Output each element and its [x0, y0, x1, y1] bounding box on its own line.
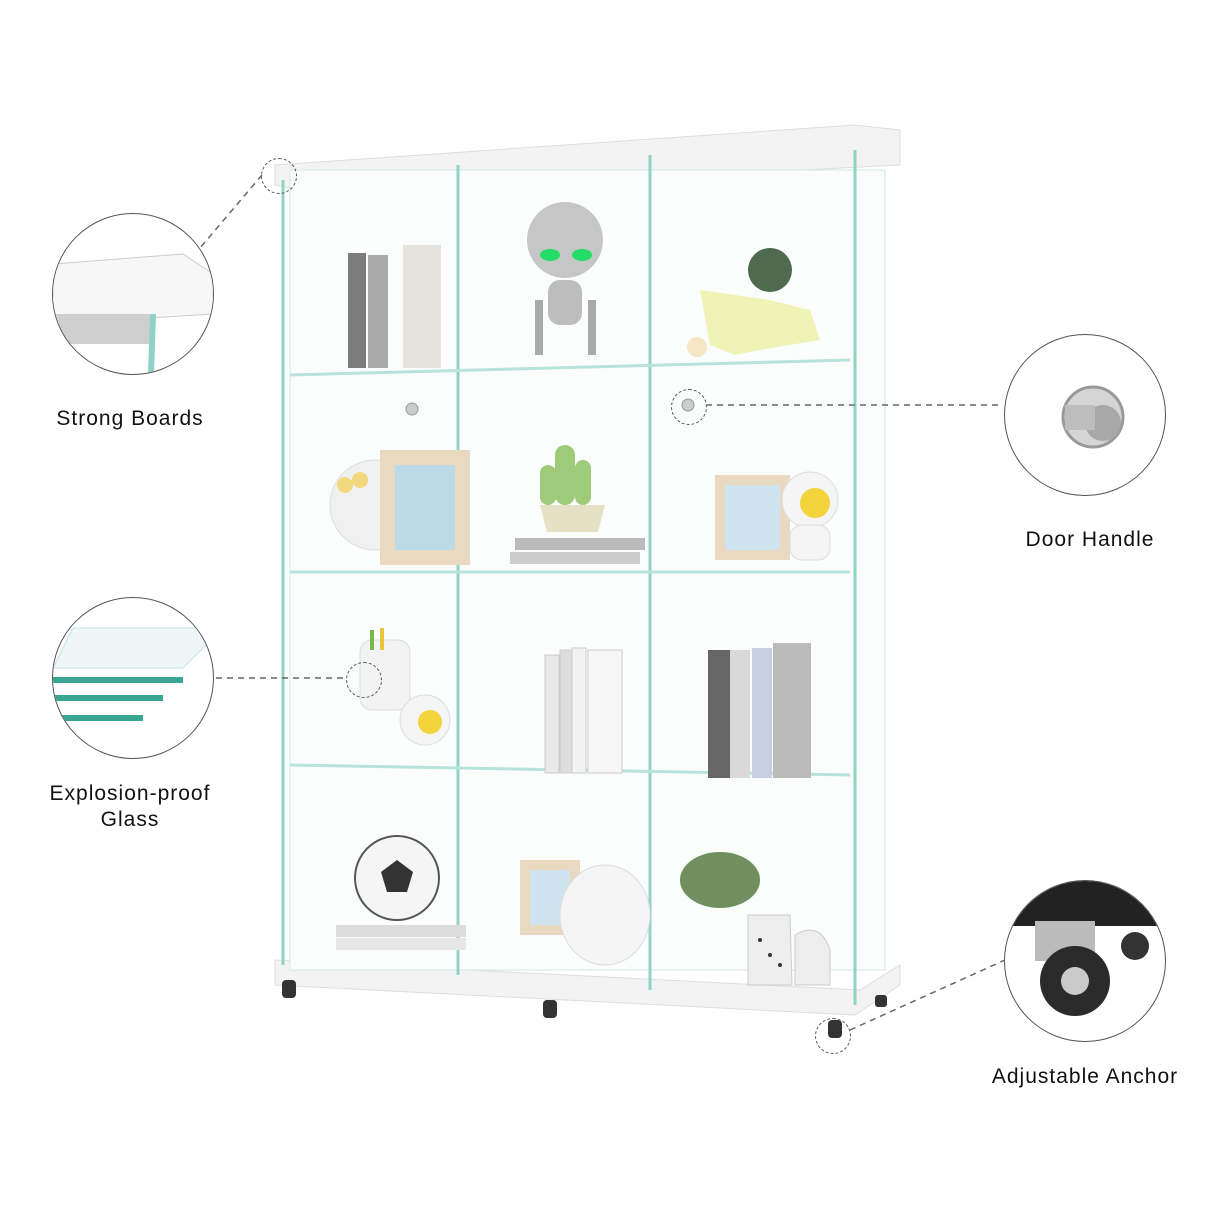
glass-marker — [346, 662, 382, 698]
door-handle-marker — [671, 389, 707, 425]
door-handle-detail — [1004, 334, 1166, 496]
explosion-proof-glass-detail — [52, 597, 214, 759]
strong-boards-detail — [52, 213, 214, 375]
explosion-proof-glass-label-line2: Glass — [100, 808, 160, 831]
adjustable-anchor-detail — [1004, 880, 1166, 1042]
anchor-marker — [815, 1018, 851, 1054]
explosion-proof-glass-label-line1: Explosion-proof — [49, 782, 211, 805]
strong-boards-label: Strong Boards — [56, 407, 204, 430]
explosion-proof-glass-label: Explosion-proof Glass — [20, 781, 240, 833]
adjustable-anchor-label: Adjustable Anchor — [991, 1065, 1179, 1088]
door-handle-label: Door Handle — [1025, 528, 1155, 551]
